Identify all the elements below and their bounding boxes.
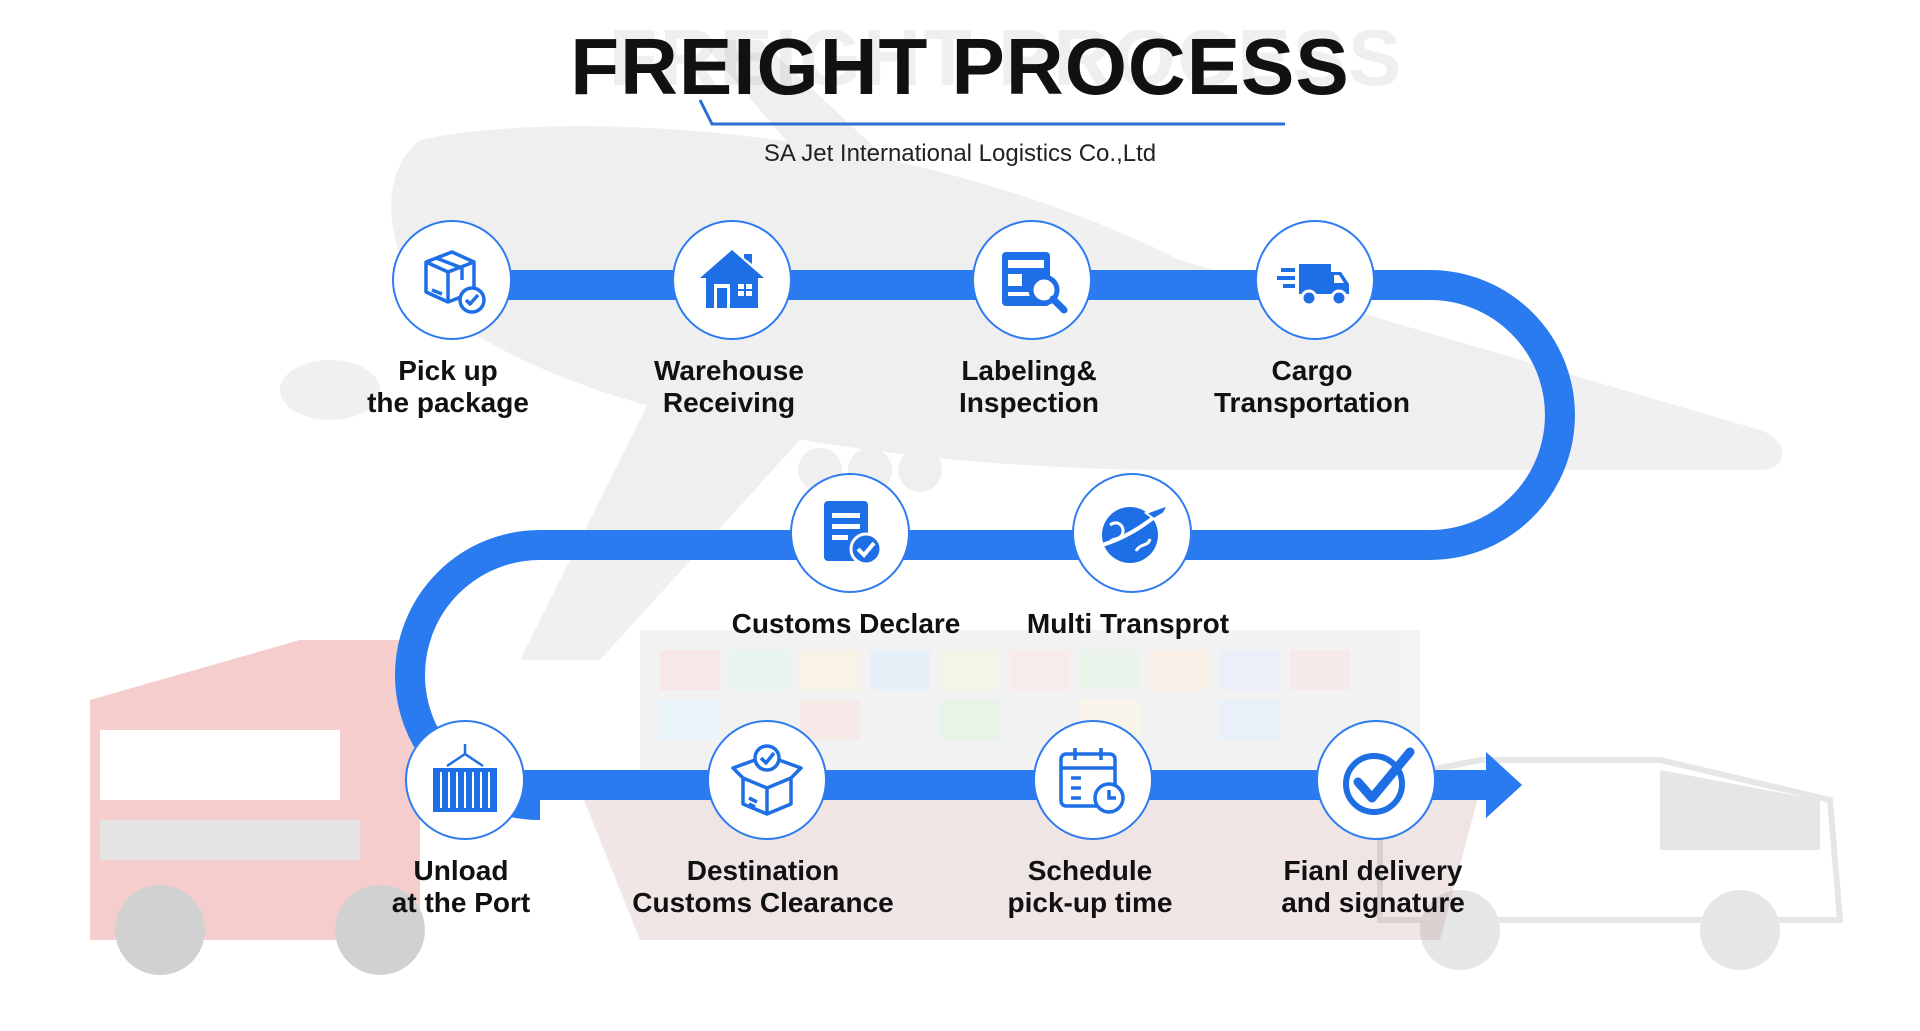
step-label-schedule-pickup: Schedule pick-up time [920, 855, 1260, 919]
step-customs-declare [790, 473, 910, 593]
globe-plane-icon [1101, 503, 1171, 563]
step-final-delivery [1316, 720, 1436, 840]
step-labeling [972, 220, 1092, 340]
step-label-line: Labeling& [961, 355, 1097, 386]
open-box-check-icon [731, 744, 803, 816]
step-cargo-transport [1255, 220, 1375, 340]
step-label-customs-declare: Customs Declare [676, 608, 1016, 640]
step-label-final-delivery: Fianl delivery and signature [1203, 855, 1543, 919]
step-pick-up [392, 220, 512, 340]
step-label-line: Destination [686, 855, 840, 886]
calendar-clock-icon [1059, 748, 1125, 814]
step-label-line: Pick up [398, 355, 498, 386]
package-check-icon [424, 250, 486, 314]
step-label-pick-up: Pick up the package [278, 355, 618, 419]
step-schedule-pickup [1033, 720, 1153, 840]
step-label-line: Customs Declare [731, 608, 961, 639]
step-label-line: and signature [1281, 887, 1465, 918]
container-ship-illustration [580, 630, 1480, 940]
step-label-destination-clearance: Destination Customs Clearance [593, 855, 933, 919]
step-label-line: Inspection [958, 387, 1099, 418]
page-title: FREIGHT PROCESS [570, 22, 1350, 111]
container-icon [433, 744, 497, 812]
step-label-line: Fianl delivery [1283, 855, 1463, 886]
step-label-line: at the Port [391, 887, 531, 918]
checkmark-circle-icon [1343, 747, 1415, 815]
step-label-cargo-transport: Cargo Transportation [1142, 355, 1482, 419]
step-label-line: Receiving [662, 387, 796, 418]
white-van-illustration [1377, 757, 1844, 970]
step-warehouse [672, 220, 792, 340]
step-label-line: Schedule [1027, 855, 1153, 886]
step-label-line: Multi Transprot [1026, 608, 1230, 639]
path-arrow-tip [1486, 752, 1522, 818]
step-label-labeling: Labeling& Inspection [859, 355, 1199, 419]
step-label-line: Unload [413, 855, 509, 886]
step-label-unload-port: Unload at the Port [291, 855, 631, 919]
title-underline [698, 99, 1285, 126]
title-block: FREIGHT PROCESS FREIGHT PROCESS [0, 13, 1920, 112]
step-unload-port [405, 720, 525, 840]
step-label-warehouse: Warehouse Receiving [559, 355, 899, 419]
page-subtitle: SA Jet International Logistics Co.,Ltd [763, 140, 1157, 167]
step-label-line: the package [367, 387, 529, 418]
step-label-line: Transportation [1213, 387, 1410, 418]
step-label-line: pick-up time [1007, 887, 1173, 918]
step-label-line: Cargo [1271, 355, 1353, 386]
step-destination-clearance [707, 720, 827, 840]
step-label-multi-transport: Multi Transprot [958, 608, 1298, 640]
step-label-line: Customs Clearance [632, 887, 894, 918]
red-truck-illustration [90, 640, 425, 975]
delivery-truck-icon [1277, 264, 1349, 307]
step-label-line: Warehouse [654, 355, 804, 386]
title-shadow: FREIGHT PROCESS [608, 13, 1404, 102]
document-check-icon [824, 501, 883, 566]
label-inspection-icon [1002, 252, 1068, 314]
warehouse-icon [700, 250, 764, 308]
step-multi-transport [1072, 473, 1192, 593]
